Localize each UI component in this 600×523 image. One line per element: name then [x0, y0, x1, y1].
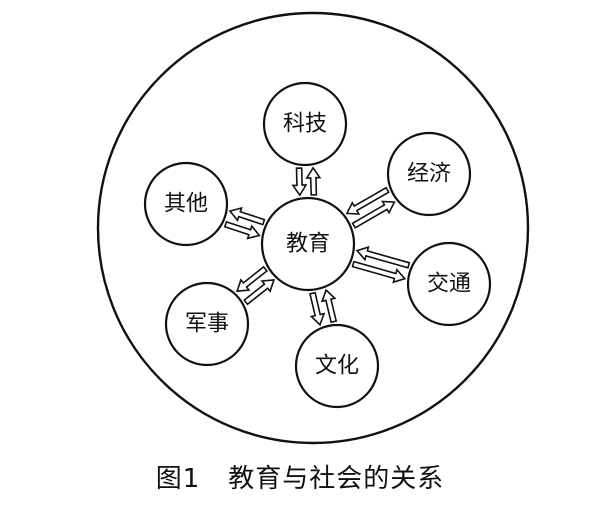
relation-arrows [223, 166, 411, 327]
node-qita: 其他 [143, 161, 229, 247]
node-jiaotong-label: 交通 [427, 272, 471, 297]
node-wenhua: 文化 [294, 323, 380, 409]
arrow-from-jiaotong [355, 245, 411, 269]
figure-label: 图1 [155, 464, 201, 494]
relation-arrow-junshi [235, 265, 276, 306]
node-keji: 科技 [262, 81, 348, 167]
arrow-from-jingji [345, 186, 390, 215]
relation-arrow-jiaotong [351, 245, 411, 284]
node-keji-label: 科技 [283, 112, 327, 137]
node-junshi-label: 军事 [185, 312, 229, 337]
arrow-to-junshi [235, 265, 269, 293]
relation-arrow-wenhua [309, 288, 338, 327]
center-node-label: 教育 [286, 232, 330, 257]
node-jingji-circle [386, 131, 472, 217]
center-node: 教育 [260, 196, 356, 292]
arrow-from-wenhua [320, 288, 338, 324]
node-keji-circle [262, 81, 348, 167]
node-qita-label: 其他 [164, 192, 208, 217]
relation-arrow-jingji [345, 186, 396, 229]
node-junshi: 军事 [164, 281, 250, 367]
arrow-from-qita [223, 220, 261, 240]
node-jingji-label: 经济 [407, 162, 451, 187]
arrow-to-jingji [351, 200, 396, 229]
arrow-from-keji [291, 167, 308, 197]
node-wenhua-circle [294, 323, 380, 409]
node-jiaotong: 交通 [406, 241, 492, 327]
figure-caption: 图1 教育与社会的关系 [0, 458, 600, 495]
center-node-circle [260, 196, 356, 292]
node-jiaotong-circle [406, 241, 492, 327]
relation-arrow-qita [223, 206, 266, 240]
arrow-from-junshi [243, 278, 276, 306]
arrow-to-jiaotong [351, 260, 407, 284]
figure-title: 教育与社会的关系 [228, 464, 445, 494]
node-qita-circle [143, 161, 229, 247]
arrow-to-keji [305, 166, 322, 196]
node-jingji: 经济 [386, 131, 472, 217]
arrow-to-qita [228, 206, 266, 226]
relation-arrow-keji [291, 166, 322, 197]
node-junshi-circle [164, 281, 250, 367]
arrow-to-wenhua [309, 291, 326, 327]
node-wenhua-label: 文化 [315, 354, 359, 379]
